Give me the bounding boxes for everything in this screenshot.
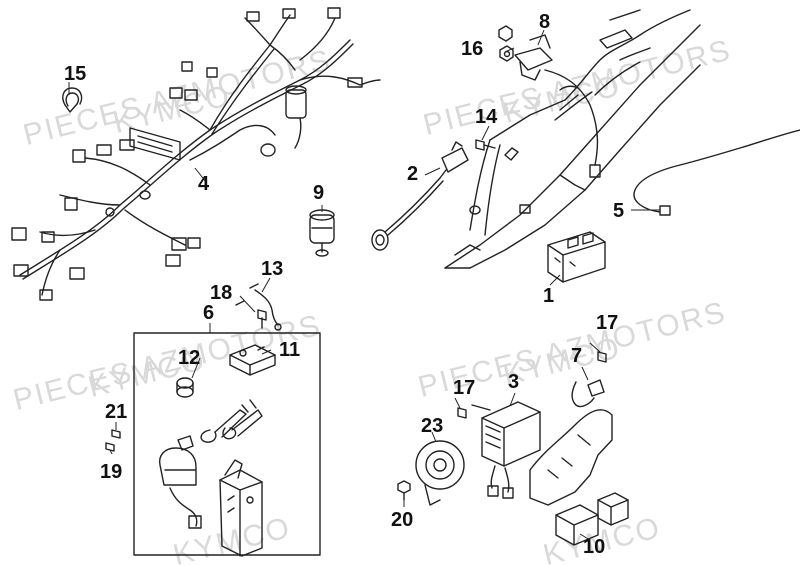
horn [415, 440, 465, 506]
frame-body [444, 9, 701, 269]
callout-6: 6 [203, 302, 215, 324]
starter-relay [547, 231, 606, 283]
callout-14: 14 [475, 106, 498, 128]
sensor-wire [633, 129, 800, 216]
flasher [571, 351, 607, 408]
callout-13: 13 [261, 258, 284, 280]
callout-19: 19 [100, 461, 123, 483]
screw [475, 139, 496, 151]
callout-17b: 17 [453, 377, 476, 399]
screw-regulator [457, 404, 491, 419]
callout-8: 8 [539, 11, 551, 33]
horn-bolt [397, 480, 411, 501]
callout-7: 7 [571, 345, 583, 367]
callout-2: 2 [407, 163, 419, 185]
callout-1: 1 [543, 285, 555, 307]
nut [498, 25, 514, 62]
callout-4: 4 [198, 173, 210, 195]
callout-23: 23 [421, 415, 444, 437]
key-cable [249, 283, 282, 331]
relay-pair [555, 492, 629, 546]
wiring-harness [11, 7, 381, 301]
clamp-band [62, 87, 83, 113]
small-screw [105, 429, 121, 452]
callout-21: 21 [105, 401, 128, 423]
callout-16: 16 [461, 38, 484, 60]
callout-9: 9 [313, 182, 325, 204]
ignition-coil [371, 141, 469, 251]
keys [200, 399, 263, 443]
callout-18: 18 [210, 282, 233, 304]
callout-3: 3 [508, 371, 520, 393]
handlebar-switch [514, 34, 601, 178]
callout-20: 20 [391, 509, 414, 531]
condenser [309, 209, 335, 257]
seat-lock [176, 377, 194, 398]
callout-10: 10 [583, 536, 606, 558]
callout-15: 15 [64, 63, 87, 85]
callout-5: 5 [613, 200, 625, 222]
lock-set-box [133, 332, 321, 556]
main-switch [219, 459, 263, 557]
mounting-bracket [529, 409, 613, 506]
ignition-switch [158, 435, 202, 529]
callout-17a: 17 [596, 312, 619, 334]
callout-12: 12 [178, 347, 201, 369]
lock-bracket [229, 344, 276, 376]
voltage-regulator [481, 401, 541, 499]
bolt [235, 300, 267, 329]
leader-lines [68, 29, 660, 541]
callout-11: 11 [279, 339, 301, 361]
